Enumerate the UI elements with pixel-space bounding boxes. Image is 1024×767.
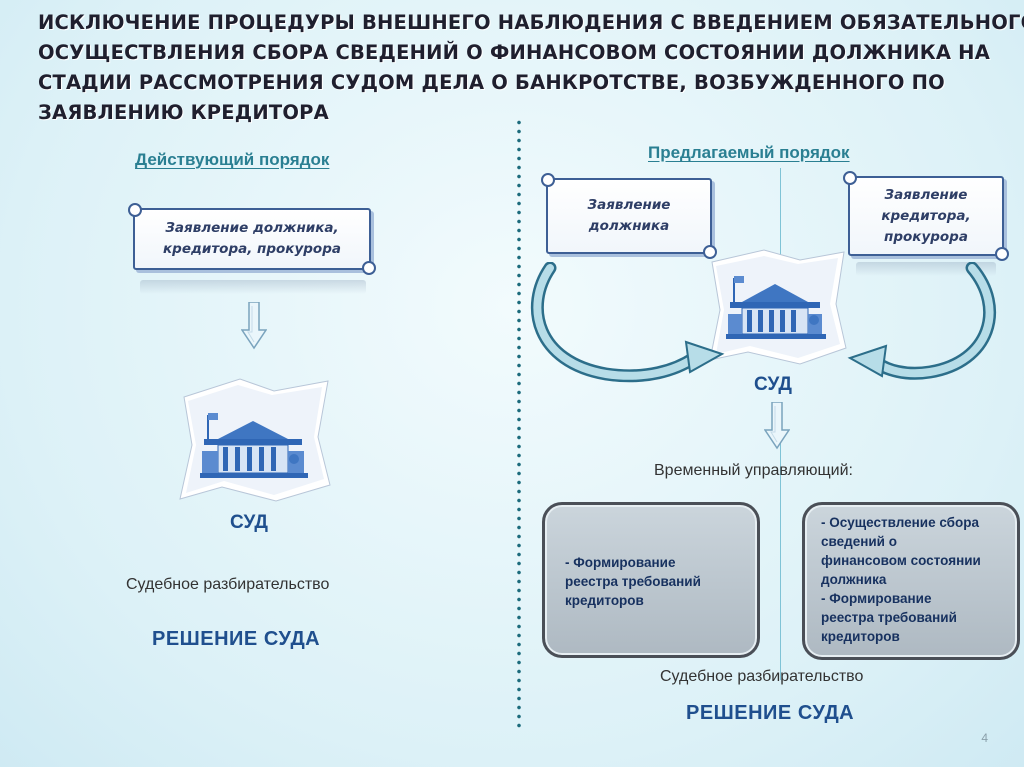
title-line: ОСУЩЕСТВЛЕНИЯ СБОРА СВЕДЕНИЙ О ФИНАНСОВО… [38,41,990,64]
dotted-divider [517,118,521,730]
down-arrow-icon [764,402,790,450]
court-label: СУД [754,374,792,395]
proposed-procedure-heading: Предлагаемый порядок [648,143,850,162]
scroll-reflection [856,262,996,276]
manager-duties-proposed-panel: - Осуществление сбора сведений о финансо… [802,502,1020,660]
slide-title: ИСКЛЮЧЕНИЕ ПРОЦЕДУРЫ ВНЕШНЕГО НАБЛЮДЕНИЯ… [38,8,1024,128]
court-building-icon [709,249,847,365]
court-label: СУД [230,512,268,533]
proceeding-text: Судебное разбирательство [126,576,330,593]
panel-text-line: реестра требований [565,574,701,589]
panel-text-line: должника [821,572,887,587]
scroll-application-debtor: Заявление должника [541,173,717,259]
scroll-application-all: Заявление должника, кредитора, прокурора [128,203,376,275]
panel-text-line: сведений о [821,534,897,549]
court-building-icon [179,378,331,502]
panel-text-line: - Осуществление сбора [821,515,980,530]
vertical-guide-line [780,430,781,680]
temporary-manager-label: Временный управляющий: [654,462,853,479]
manager-duties-current-panel: - Формирование реестра требований кредит… [542,502,760,658]
scroll-text-line: кредитора, [881,207,971,224]
panel-text-line: - Формирование [821,591,932,606]
down-arrow-icon [241,302,267,350]
panel-text-line: реестра требований [821,610,957,625]
title-line: СТАДИИ РАССМОТРЕНИЯ СУДОМ ДЕЛА О БАНКРОТ… [38,71,945,94]
current-procedure-heading: Действующий порядок [135,150,330,169]
title-line: ЗАЯВЛЕНИЮ КРЕДИТОРА [38,101,329,124]
curved-arrow-icon [530,262,725,383]
scroll-text-line: кредитора, прокурора [163,241,341,257]
panel-text-line: - Формирование [565,555,676,570]
scroll-reflection [140,280,366,294]
panel-text-line: финансовом состоянии [821,553,981,568]
panel-text-line: кредиторов [821,629,900,644]
scroll-application-creditor: Заявление кредитора, прокурора [843,171,1009,261]
title-line: ИСКЛЮЧЕНИЕ ПРОЦЕДУРЫ ВНЕШНЕГО НАБЛЮДЕНИЯ… [38,11,1024,34]
scroll-text-line: Заявление [884,186,968,203]
scroll-text-line: Заявление должника, [165,220,339,236]
page-number: 4 [981,731,988,745]
scroll-text-line: должника [588,218,670,234]
curved-arrow-icon [847,262,997,380]
proceeding-text: Судебное разбирательство [660,668,864,685]
scroll-text-line: Заявление [587,197,671,213]
vertical-guide-line [780,168,781,258]
court-decision: РЕШЕНИЕ СУДА [152,628,321,650]
panel-text-line: кредиторов [565,593,644,608]
scroll-text-line: прокурора [884,228,968,245]
court-decision: РЕШЕНИЕ СУДА [686,702,855,724]
